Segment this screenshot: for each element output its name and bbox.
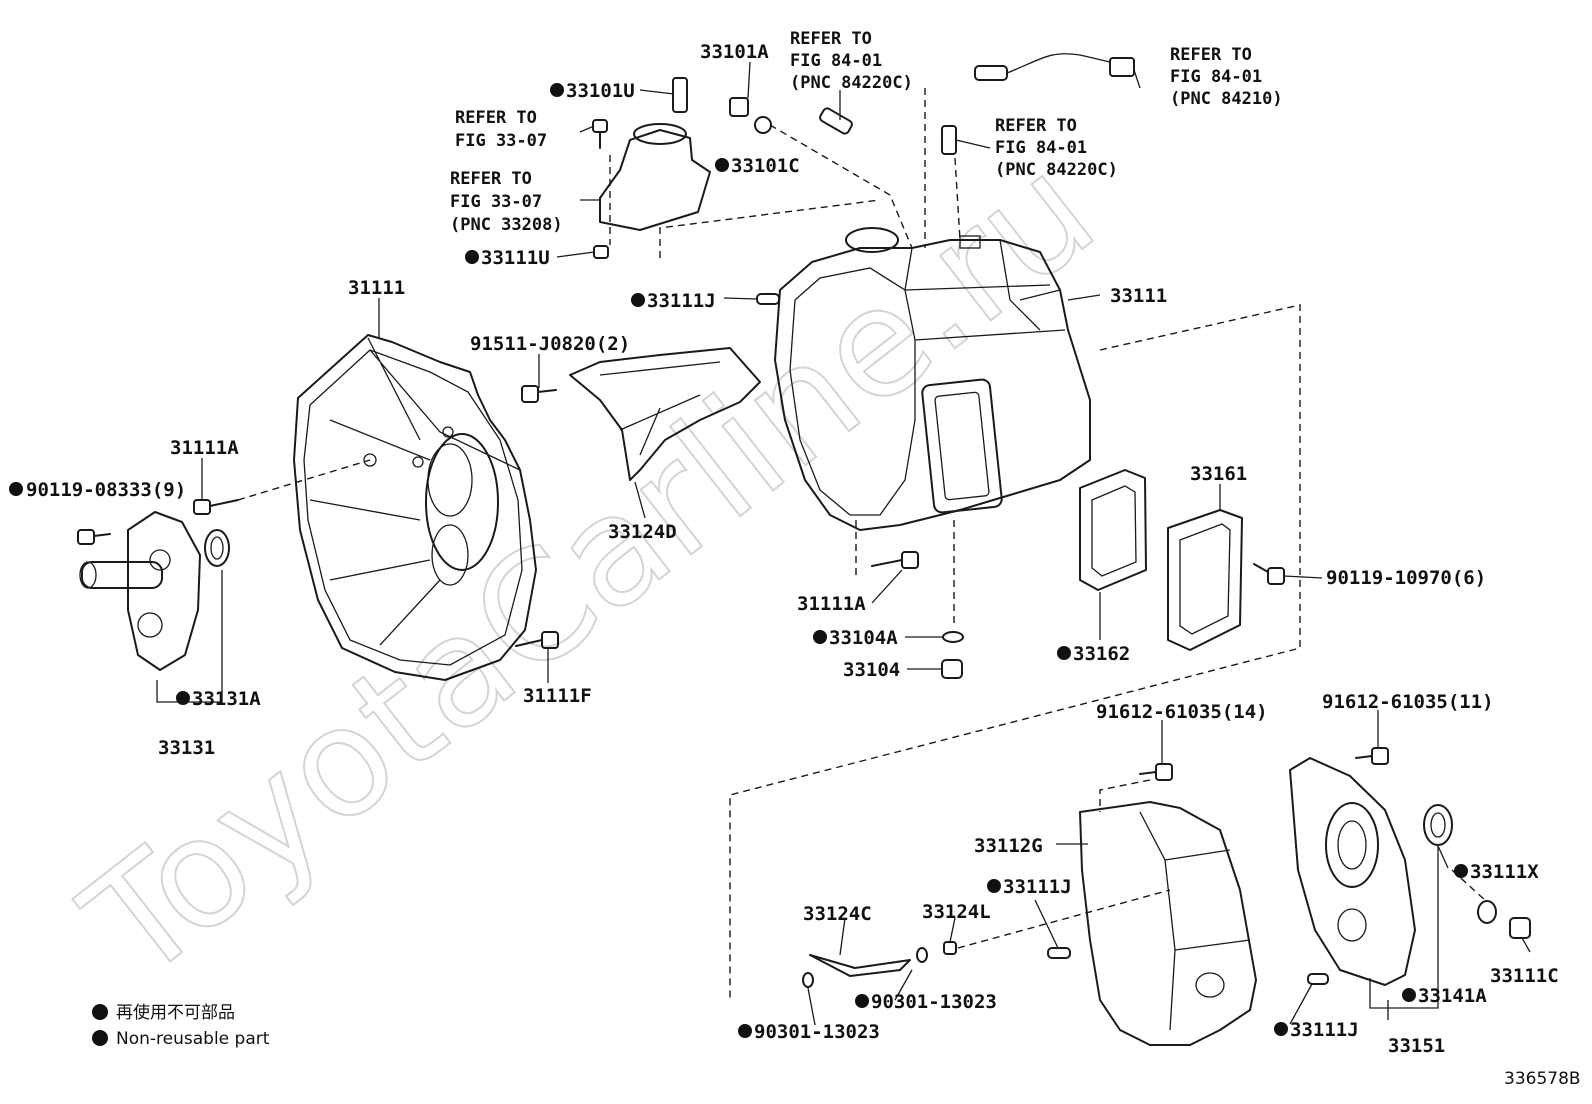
- refer-line: REFER TO: [450, 169, 532, 189]
- legend-text-en: Non-reusable part: [116, 1029, 270, 1049]
- non-reusable-dot: [813, 630, 827, 644]
- refer-line: FIG 33-07: [455, 131, 547, 151]
- watermark: ToyotaCarline.ru: [54, 124, 1125, 1014]
- oil-seal-inner: [210, 536, 224, 560]
- label-33111C: 33111C: [1490, 965, 1559, 987]
- label-33111J: 33111J: [1003, 876, 1072, 898]
- label-31111A: 31111A: [797, 593, 866, 615]
- non-reusable-dot: [1402, 988, 1416, 1002]
- label-33111: 33111: [1110, 285, 1167, 307]
- refer-line: REFER TO: [1170, 45, 1252, 65]
- label-33112G: 33112G: [974, 835, 1043, 857]
- non-reusable-dot: [1274, 1022, 1288, 1036]
- legend-text-jp: 再使用不可部品: [116, 1002, 235, 1023]
- label-91612-61035-14: 91612-61035(14): [1096, 701, 1268, 723]
- label-90119-08333: 90119-08333(9): [26, 479, 186, 501]
- label-33131: 33131: [158, 737, 215, 759]
- clutch-housing-31111: [293, 334, 537, 681]
- oil-seal-33141A-inner: [1430, 812, 1446, 838]
- refer-line: (PNC 84210): [1170, 89, 1283, 109]
- refer-line: FIG 33-07: [450, 192, 542, 212]
- refer-fig-84-01-pnc-84210: REFER TO FIG 84-01 (PNC 84210): [1170, 45, 1283, 109]
- label-33104: 33104: [843, 659, 900, 681]
- label-33124L: 33124L: [922, 901, 991, 923]
- label-33111J: 33111J: [1290, 1019, 1359, 1041]
- label-91612-61035-11: 91612-61035(11): [1322, 691, 1494, 713]
- non-reusable-dot: [1057, 646, 1071, 660]
- label-31111F: 31111F: [523, 685, 592, 707]
- label-33151: 33151: [1388, 1035, 1445, 1057]
- refer-fig-33-07-pnc-33208: REFER TO FIG 33-07 (PNC 33208): [450, 169, 563, 235]
- non-reusable-dot: [738, 1024, 752, 1038]
- label-33104A: 33104A: [829, 627, 898, 649]
- label-90301-13023: 90301-13023: [871, 991, 997, 1013]
- shift-lever-retainer: [599, 123, 711, 231]
- label-31111: 31111: [348, 277, 405, 299]
- figure-code: 336578B: [1504, 1069, 1581, 1089]
- label-33161: 33161: [1190, 463, 1247, 485]
- label-33131A: 33131A: [192, 688, 261, 710]
- refer-line: FIG 84-01: [995, 138, 1087, 158]
- label-33101U: 33101U: [566, 80, 635, 102]
- legend-dot: [92, 1004, 108, 1020]
- rear-housing-33151: [1289, 757, 1416, 986]
- oil-seal: [204, 529, 230, 567]
- label-33111U: 33111U: [481, 247, 550, 269]
- refer-line: FIG 84-01: [790, 51, 882, 71]
- non-reusable-dot: [176, 691, 190, 705]
- label-33101C: 33101C: [731, 155, 800, 177]
- oil-seal-33141A: [1423, 804, 1453, 846]
- label-33141A: 33141A: [1418, 985, 1487, 1007]
- leader-lines: [156, 61, 1531, 1026]
- cover-33161: [1167, 509, 1243, 651]
- assembly-dashed-lines: [237, 88, 1488, 1000]
- bracket-33124D: [569, 347, 761, 481]
- non-reusable-dot: [715, 158, 729, 172]
- non-reusable-dot: [631, 293, 645, 307]
- legend-dot: [92, 1030, 108, 1046]
- refer-fig-84-01-pnc-84220c-a: REFER TO FIG 84-01 (PNC 84220C): [790, 29, 913, 93]
- non-reusable-dot: [855, 994, 869, 1008]
- refer-fig-33-07: REFER TO FIG 33-07: [455, 108, 547, 151]
- non-reusable-dot: [1454, 864, 1468, 878]
- label-33124C: 33124C: [803, 903, 872, 925]
- retainer-33131: [79, 511, 201, 671]
- label-33111X: 33111X: [1470, 861, 1539, 883]
- extension-housing-33112G: [1079, 801, 1257, 1046]
- label-90119-10970: 90119-10970(6): [1326, 567, 1486, 589]
- label-90301-13023: 90301-13023: [754, 1021, 880, 1043]
- label-31111A: 31111A: [170, 437, 239, 459]
- non-reusable-dot: [9, 482, 23, 496]
- cover-33162: [1079, 469, 1147, 591]
- part-labels: 31111 33111 33101A 33101U 33101C 33111U …: [9, 41, 1559, 1057]
- label-33111J: 33111J: [647, 290, 716, 312]
- label-33101A: 33101A: [700, 41, 769, 63]
- refer-line: REFER TO: [995, 116, 1077, 136]
- label-33124D: 33124D: [608, 521, 677, 543]
- non-reusable-dot: [550, 83, 564, 97]
- label-91511-J0820: 91511-J0820(2): [470, 333, 630, 355]
- refer-line: REFER TO: [455, 108, 537, 128]
- refer-line: (PNC 84220C): [790, 73, 913, 93]
- legend: 再使用不可部品 Non-reusable part: [92, 1002, 270, 1049]
- label-33162: 33162: [1073, 643, 1130, 665]
- refer-fig-84-01-pnc-84220c-b: REFER TO FIG 84-01 (PNC 84220C): [995, 116, 1118, 180]
- non-reusable-dot: [465, 250, 479, 264]
- refer-line: (PNC 84220C): [995, 160, 1118, 180]
- refer-line: FIG 84-01: [1170, 67, 1262, 87]
- refer-line: (PNC 33208): [450, 215, 563, 235]
- non-reusable-dot: [987, 879, 1001, 893]
- refer-line: REFER TO: [790, 29, 872, 49]
- refer-notes: REFER TO FIG 33-07 REFER TO FIG 33-07 (P…: [450, 29, 1283, 235]
